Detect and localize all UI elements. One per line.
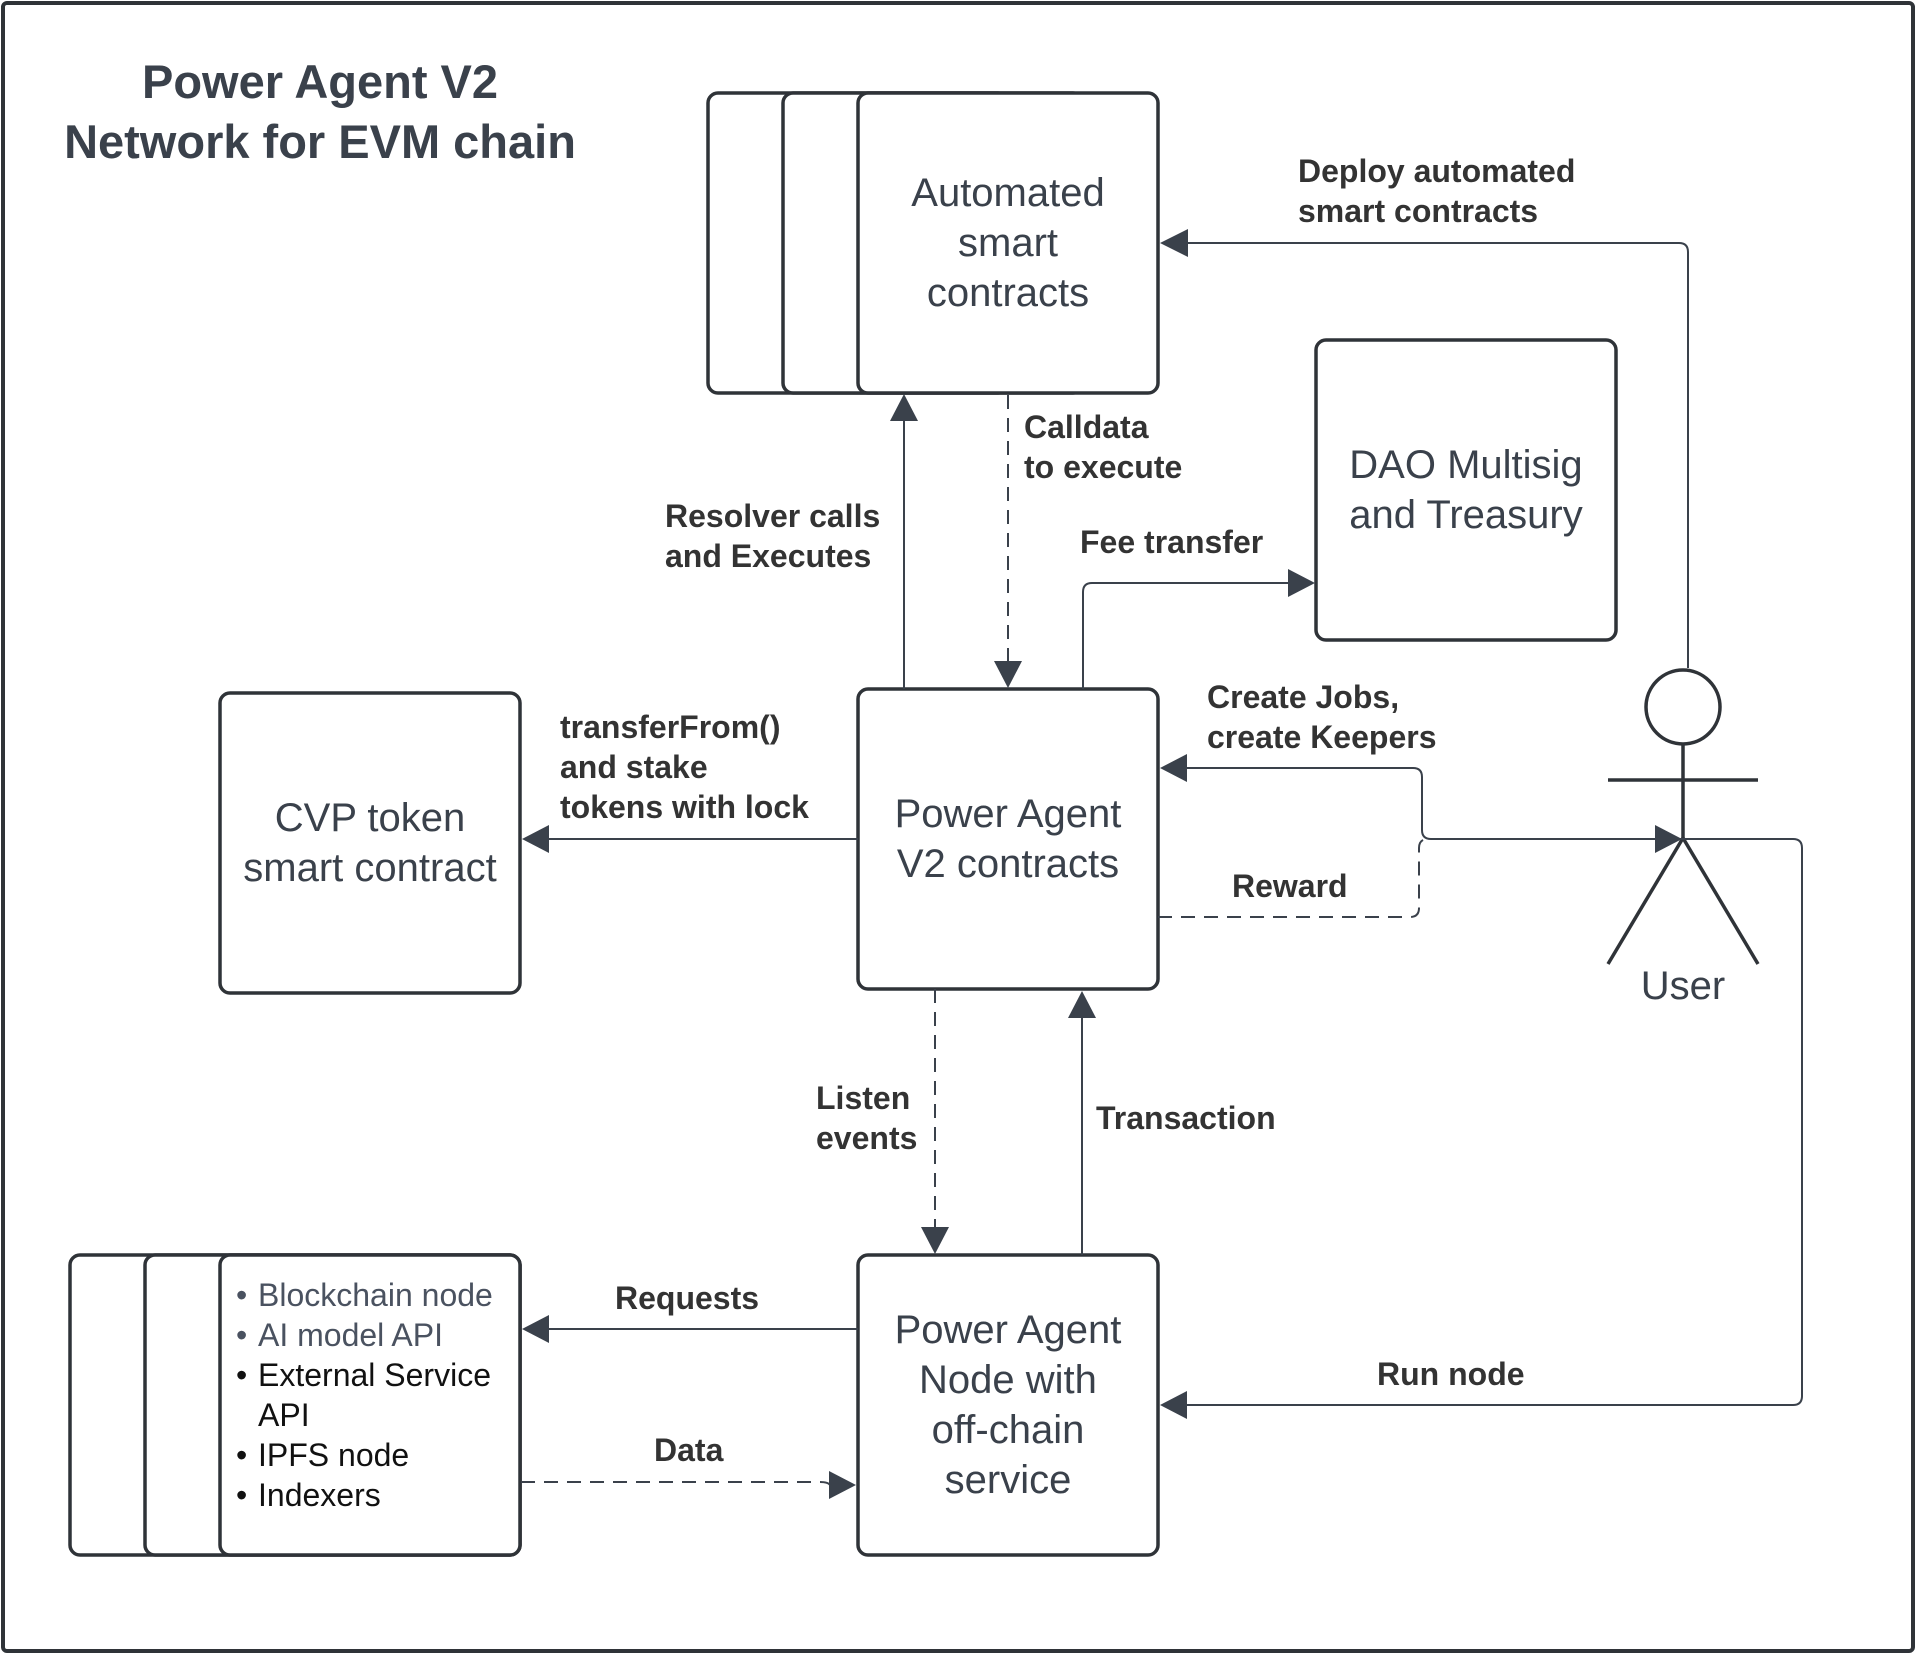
reward-edge-label: Reward [1232, 868, 1348, 904]
resource-item-ai-model-api: AI model API [232, 1315, 512, 1355]
automated-label-line-2: smart [958, 221, 1058, 265]
agent-node-label: Power Agent Node with off-chain service [858, 1255, 1158, 1555]
run-node-arrowhead [1160, 1391, 1187, 1419]
transaction-arrowhead [1068, 991, 1096, 1018]
transfer-from-arrowhead [522, 825, 549, 853]
automated-contracts-label: Automated smart contracts [858, 93, 1158, 393]
deploy-arrowhead [1160, 229, 1188, 257]
listen-label-line-1: Listen [816, 1080, 911, 1116]
create-jobs-label-line-2: create Keepers [1207, 719, 1437, 755]
agent-node-label-line-1: Power Agent [894, 1308, 1122, 1352]
run-node-edge-label: Run node [1377, 1356, 1525, 1392]
agent-contracts-label-line-2: V2 contracts [896, 842, 1120, 886]
cvp-token-box[interactable] [218, 691, 522, 995]
transfer-label-line-2: and stake [560, 749, 708, 785]
resource-item-blockchain-node: Blockchain node [232, 1275, 512, 1315]
listen-label-line-2: events [816, 1120, 918, 1156]
automated-contracts-box [856, 91, 1160, 395]
cvp-label-line-2: smart contract [243, 846, 497, 890]
dao-treasury-label: DAO Multisig and Treasury [1316, 340, 1616, 640]
agent-node-label-line-3: off-chain [931, 1408, 1085, 1452]
create-jobs-label-line-1: Create Jobs, [1207, 679, 1400, 715]
resolver-label-line-1: Resolver calls [665, 498, 881, 534]
data-arrowhead [829, 1471, 856, 1499]
user-label: User [1640, 964, 1726, 1008]
diagram-title: Power Agent V2 Network for EVM chain [40, 52, 600, 172]
create-jobs-arrowhead [1160, 754, 1187, 782]
fee-edge [1082, 582, 1290, 689]
resource-item-indexers: Indexers [232, 1475, 512, 1515]
resource-item-external-service-api: External Service API [232, 1355, 512, 1435]
requests-edge-label: Requests [615, 1280, 760, 1316]
resolver-edge-label: Resolver calls and Executes [665, 496, 880, 576]
deploy-edge-label: Deploy automated smart contracts [1298, 151, 1575, 231]
agent-contracts-label-line-1: Power Agent [894, 792, 1122, 836]
listen-arrowhead [921, 1227, 949, 1254]
calldata-edge-label: Calldata to execute [1024, 407, 1182, 487]
title-line-1: Power Agent V2 [141, 55, 499, 108]
agent-node-label-line-4: service [944, 1458, 1072, 1502]
cvp-label-line-1: CVP token [274, 796, 466, 840]
deploy-label-line-1: Deploy automated [1298, 153, 1576, 189]
actor-right-leg [1681, 837, 1760, 965]
agent-node-label-line-2: Node with [919, 1358, 1097, 1402]
dao-label-line-1: DAO Multisig [1349, 443, 1583, 487]
agent-node-box[interactable] [856, 1253, 1160, 1557]
transaction-edge-label: Transaction [1096, 1100, 1276, 1136]
external-resources-list: Blockchain node AI model API External Se… [232, 1275, 512, 1515]
dao-label-line-2: and Treasury [1349, 493, 1583, 537]
fee-edge-label: Fee transfer [1080, 524, 1264, 560]
deploy-label-line-2: smart contracts [1298, 193, 1539, 229]
calldata-arrowhead [994, 661, 1022, 688]
title-line-2: Network for EVM chain [64, 115, 576, 168]
resolver-label-line-2: and Executes [665, 538, 872, 574]
listen-edge-label: Listen events [816, 1078, 917, 1158]
fee-arrowhead [1288, 569, 1315, 597]
transfer-from-edge-label: transferFrom() and stake tokens with loc… [560, 707, 809, 827]
resolver-arrowhead [890, 394, 918, 421]
actor-left-leg [1606, 837, 1685, 965]
create-jobs-edge [1185, 767, 1683, 840]
requests-arrowhead [522, 1315, 549, 1343]
run-node-edge [1185, 838, 1803, 1406]
transfer-label-line-3: tokens with lock [560, 789, 809, 825]
user-actor-icon[interactable] [1606, 668, 1760, 965]
dao-treasury-box[interactable] [1314, 338, 1618, 642]
reward-edge [1158, 838, 1656, 918]
calldata-label-line-2: to execute [1024, 449, 1183, 485]
create-jobs-edge-label: Create Jobs, create Keepers [1207, 677, 1436, 757]
calldata-label-line-1: Calldata [1024, 409, 1149, 445]
automated-contracts-stack[interactable] [706, 91, 1160, 395]
agent-contracts-label: Power Agent V2 contracts [858, 689, 1158, 989]
resource-item-ipfs-node: IPFS node [232, 1435, 512, 1475]
transfer-label-line-1: transferFrom() [560, 709, 781, 745]
cvp-token-label: CVP token smart contract [220, 693, 520, 993]
deploy-edge [1185, 242, 1689, 668]
reward-arrowhead [1655, 825, 1682, 853]
automated-label-line-3: contracts [926, 271, 1090, 315]
automated-label-line-1: Automated [911, 171, 1105, 215]
data-edge-label: Data [654, 1432, 724, 1468]
